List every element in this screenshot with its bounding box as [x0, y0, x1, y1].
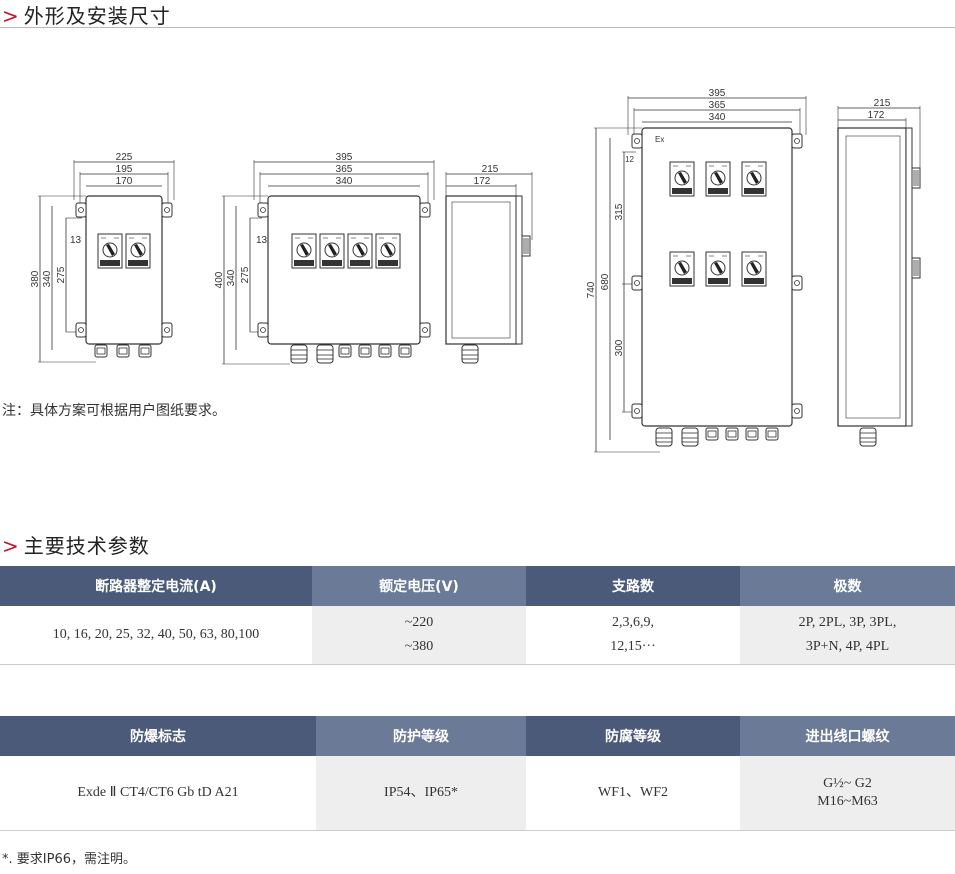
- branches-line: 2,3,6,9,: [612, 614, 654, 630]
- table-row: Exde Ⅱ CT4/CT6 Gb tD A21 IP54、IP65* WF1、…: [0, 756, 955, 831]
- drawing-note: 注：具体方案可根据用户图纸要求。: [2, 403, 226, 419]
- table-cell-poles: 2P, 2PL, 3P, 3PL, 3P+N, 4P, 4PL: [740, 606, 955, 665]
- dim-label: 395: [336, 152, 353, 163]
- dim-label: 225: [116, 152, 133, 163]
- poles-line: 2P, 2PL, 3P, 3PL,: [798, 614, 897, 630]
- dim-label: 300: [614, 339, 625, 356]
- section-title-text: 主要技术参数: [23, 534, 150, 558]
- table-cell-wf: WF1、WF2: [526, 756, 740, 831]
- voltage-line: ~380: [404, 638, 434, 654]
- dim-label: 365: [709, 100, 726, 111]
- ex-mark: Ex: [655, 135, 664, 144]
- large-enclosure-front: 395 365 340 740 680 315 300 12 Ex: [586, 88, 807, 453]
- thread-line: G½~ G2: [823, 775, 872, 791]
- dim-label: 340: [42, 270, 53, 287]
- dim-label: 172: [868, 110, 885, 121]
- dim-label: 680: [600, 273, 611, 290]
- dim-label: 195: [116, 164, 133, 175]
- table-cell-current: 10, 16, 20, 25, 32, 40, 50, 63, 80,100: [0, 606, 312, 665]
- thread-line: M16~M63: [817, 793, 878, 809]
- poles-line: 3P+N, 4P, 4PL: [805, 638, 890, 654]
- dim-label: 380: [30, 270, 41, 287]
- dim-label: 340: [709, 112, 726, 123]
- section-title-text: 外形及安装尺寸: [23, 4, 171, 28]
- table-header: 防腐等级: [526, 716, 740, 756]
- dim-label: 215: [874, 98, 891, 109]
- dim-label: 13: [256, 235, 268, 246]
- table-cell-voltage: ~220 ~380: [312, 606, 526, 665]
- branches-line: 12,15···: [610, 638, 656, 654]
- table-cell-thread: G½~ G2 M16~M63: [740, 756, 955, 831]
- voltage-line: ~220: [404, 614, 434, 630]
- table-header: 进出线口螺纹: [740, 716, 955, 756]
- table-header: 断路器整定电流(A): [0, 566, 312, 606]
- dim-label: 12: [625, 155, 634, 164]
- dim-label: 340: [226, 269, 237, 286]
- table-row: 10, 16, 20, 25, 32, 40, 50, 63, 80,100 ~…: [0, 606, 955, 665]
- dim-label: 170: [116, 176, 133, 187]
- table-cell-ip: IP54、IP65*: [316, 756, 526, 831]
- table-header: 防护等级: [316, 716, 526, 756]
- dimension-drawings: 225 195 170 380 340 275 13 395: [30, 88, 921, 453]
- dim-label: 395: [709, 88, 726, 99]
- spec-table-protection: 防爆标志 防护等级 防腐等级 进出线口螺纹 Exde Ⅱ CT4/CT6 Gb …: [0, 716, 955, 831]
- dim-label: 340: [336, 176, 353, 187]
- section-divider: [0, 27, 955, 28]
- dim-label: 315: [614, 203, 625, 220]
- dim-label: 172: [474, 176, 491, 187]
- medium-enclosure-front: 395 365 340 400 340 275 13: [214, 152, 435, 365]
- chevron-right-icon: >: [2, 4, 20, 28]
- section-title-dimensions: >外形及安装尺寸: [2, 0, 171, 29]
- table-cell-branches: 2,3,6,9, 12,15···: [526, 606, 740, 665]
- large-enclosure-side: 215 172: [837, 98, 921, 447]
- dim-label: 275: [240, 266, 251, 283]
- small-enclosure-front: 225 195 170 380 340 275 13: [30, 152, 175, 363]
- footnote: *. 要求IP66，需注明。: [2, 852, 136, 867]
- spec-table-electrical: 断路器整定电流(A) 额定电压(V) 支路数 极数 10, 16, 20, 25…: [0, 566, 955, 665]
- dim-label: 740: [586, 281, 597, 298]
- table-header: 支路数: [526, 566, 740, 606]
- table-header: 防爆标志: [0, 716, 316, 756]
- section-title-specs: >主要技术参数: [2, 530, 150, 559]
- chevron-right-icon: >: [2, 534, 20, 558]
- dim-label: 275: [56, 266, 67, 283]
- table-cell-exmark: Exde Ⅱ CT4/CT6 Gb tD A21: [0, 756, 316, 831]
- dim-label: 13: [70, 235, 82, 246]
- medium-enclosure-side: 215 172: [445, 164, 533, 364]
- dim-label: 365: [336, 164, 353, 175]
- dim-label: 215: [482, 164, 499, 175]
- table-header: 额定电压(V): [312, 566, 526, 606]
- table-header: 极数: [740, 566, 955, 606]
- dim-label: 400: [214, 271, 225, 288]
